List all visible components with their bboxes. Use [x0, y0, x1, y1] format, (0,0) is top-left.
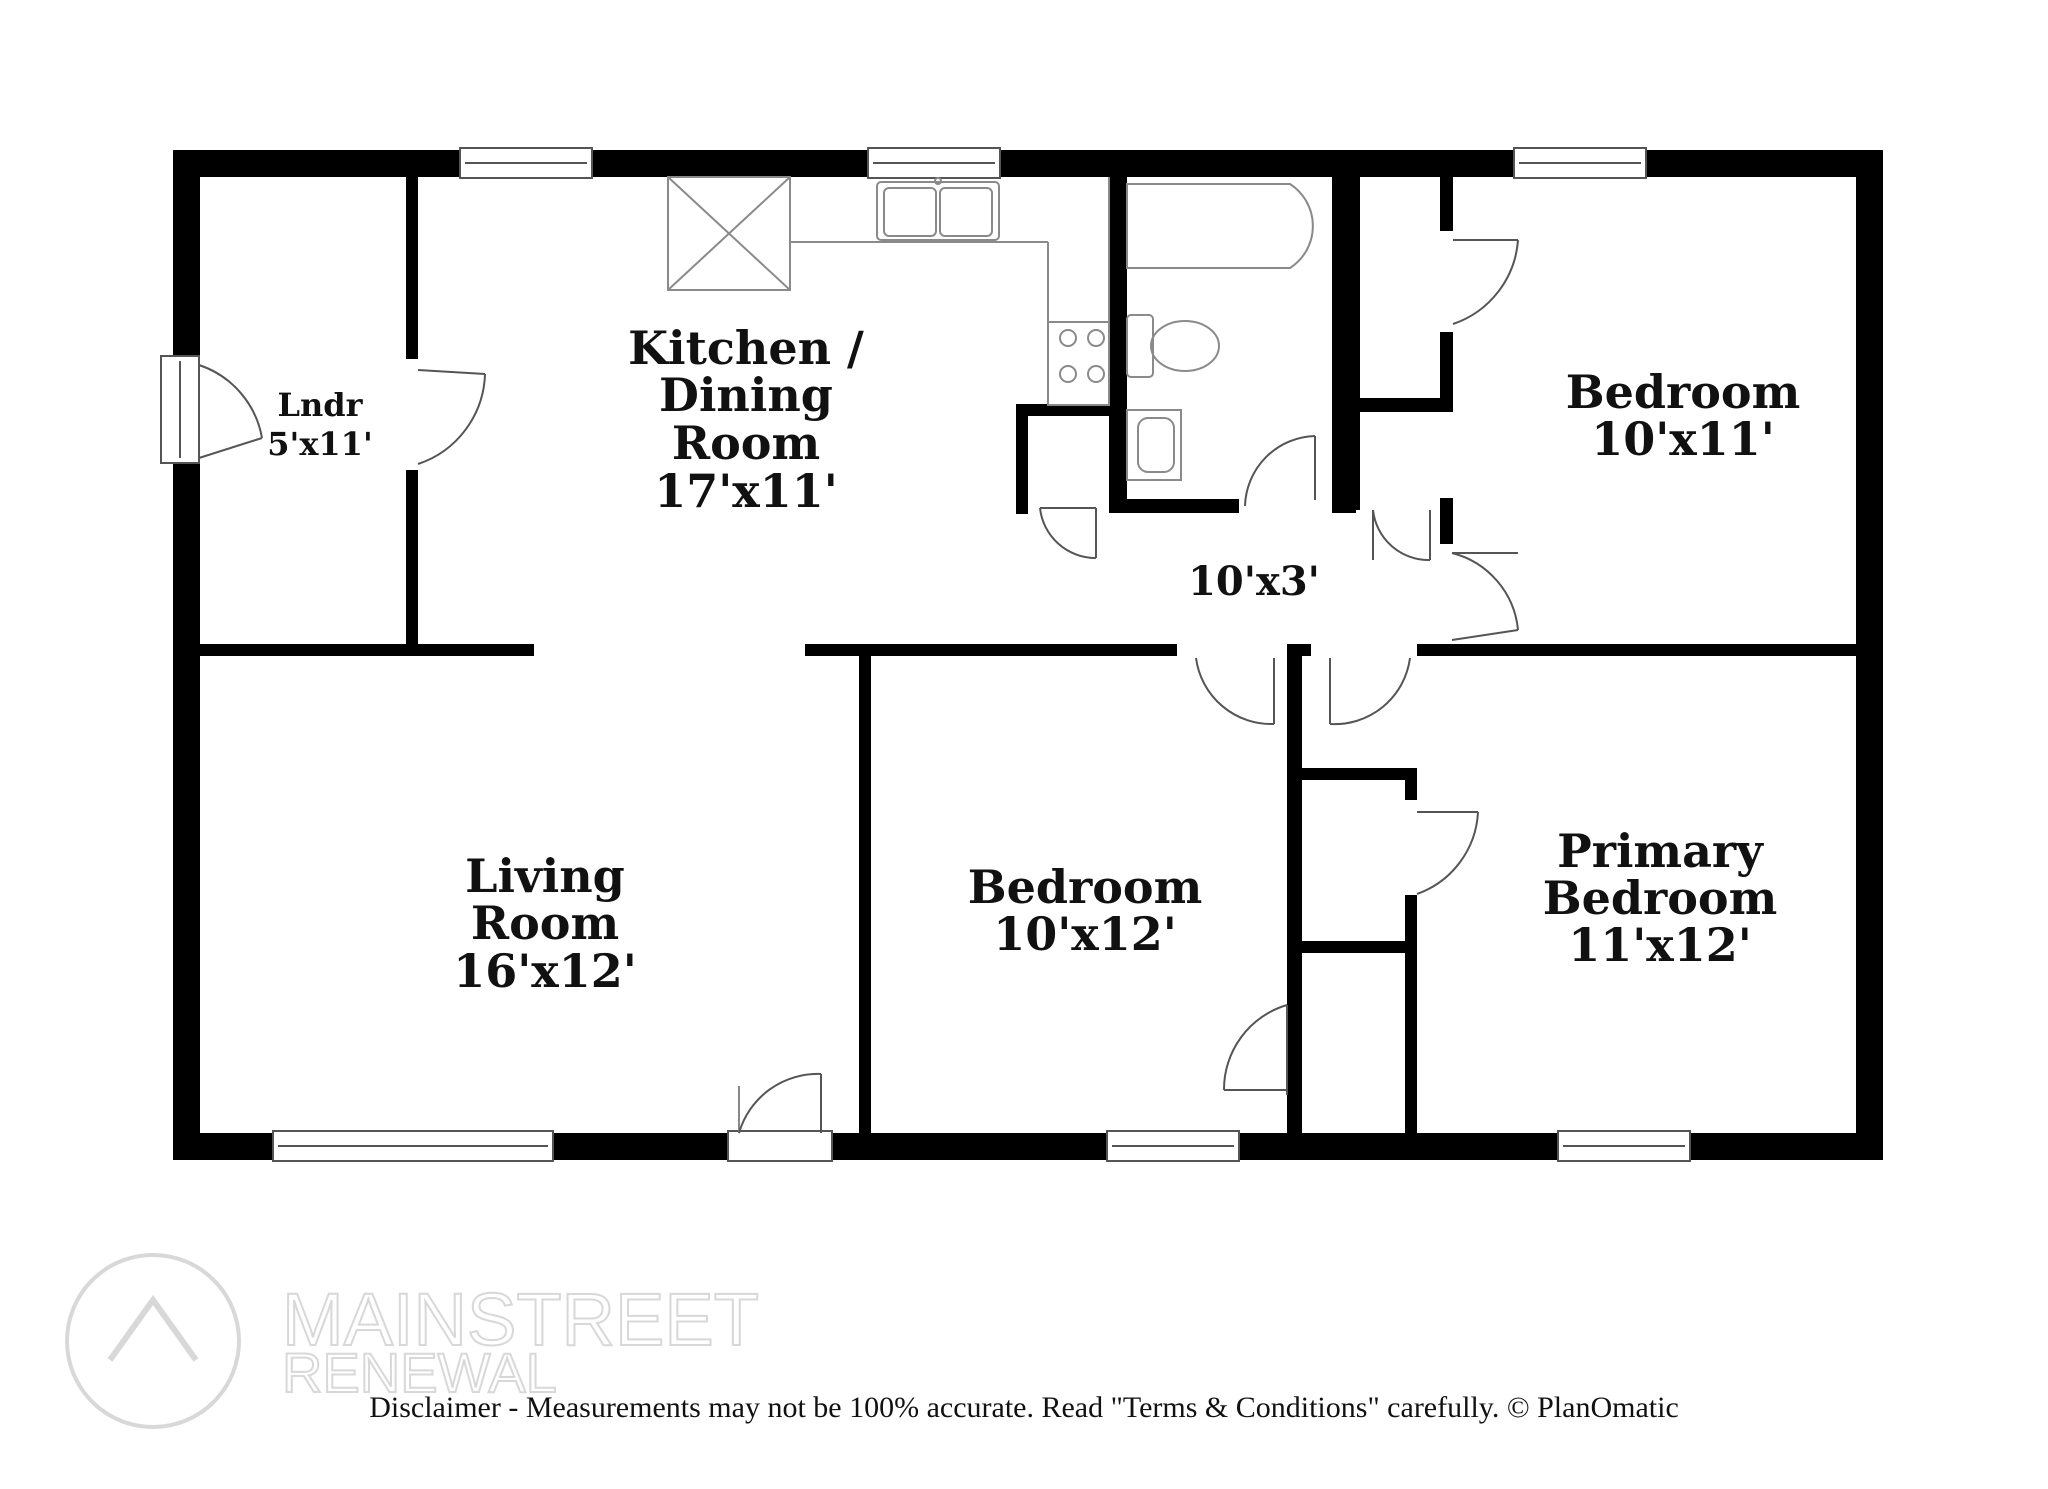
living-name-line2: Room [471, 896, 619, 950]
bedroom-s-door [1195, 657, 1275, 726]
primary-dims: 11'x12' [1568, 918, 1752, 972]
living-dims: 16'x12' [453, 944, 637, 998]
watermark-logo-house [107, 1294, 199, 1362]
kitchen-name-line2: Dining [659, 368, 833, 422]
primary-name-line1: Primary [1557, 824, 1764, 878]
refrigerator [667, 176, 791, 291]
doors [198, 239, 1519, 1162]
toilet [1126, 314, 1220, 378]
disclaimer-text: Disclaimer - Measurements may not be 100… [369, 1391, 1679, 1424]
hall-dims: 10'x3' [1188, 558, 1320, 605]
kitchen-label: Kitchen / Dining Room 17'x11' [628, 321, 864, 518]
bedroom-ne-name: Bedroom [1566, 365, 1801, 419]
bedroom-ne-label: Bedroom 10'x11' [1566, 365, 1801, 466]
hall-closet-door [1372, 509, 1431, 562]
watermark-logo-circle [65, 1253, 241, 1429]
kitchen-closet-door [1039, 507, 1097, 560]
walls [173, 150, 1883, 1160]
window-bedroom-ne-north [1513, 147, 1647, 179]
primary-name-line2: Bedroom [1543, 871, 1778, 925]
bathroom-sink [1126, 409, 1182, 481]
bedroom-s-closet-door [1222, 1004, 1288, 1095]
laundry-dims: 5'x11' [267, 425, 372, 463]
fixtures [667, 176, 1314, 481]
primary-label: Primary Bedroom 11'x12' [1543, 824, 1778, 972]
watermark-line2: RENEWAL [282, 1341, 557, 1404]
front-door [727, 1072, 833, 1162]
watermark-line1: MAINSTREET [282, 1278, 759, 1361]
window-laundry-west [160, 355, 200, 464]
bathroom-door [1244, 435, 1316, 507]
bedroom-s-dims: 10'x12' [993, 907, 1177, 961]
window-laundry-north [459, 147, 593, 179]
bedroom-ne-dims: 10'x11' [1591, 412, 1775, 466]
living-name-line1: Living [465, 849, 625, 903]
window-primary-south [1557, 1130, 1691, 1162]
laundry-door [417, 369, 486, 465]
bedroom-ne-closet-door [1452, 239, 1519, 325]
range-stove [1047, 321, 1110, 406]
kitchen-sink [876, 177, 1000, 241]
west-door [198, 364, 263, 459]
kitchen-name-line3: Room [672, 416, 820, 470]
kitchen-name-line1: Kitchen / [628, 321, 864, 375]
living-label: Living Room 16'x12' [453, 849, 637, 998]
kitchen-dims: 17'x11' [654, 464, 838, 518]
windows [160, 147, 1691, 1162]
bedroom-s-label: Bedroom 10'x12' [968, 860, 1203, 961]
bedroom-s-name: Bedroom [968, 860, 1203, 914]
laundry-label: Lndr 5'x11' [267, 386, 372, 463]
bathtub [1126, 183, 1314, 269]
mainstreet-renewal-watermark: MAINSTREET RENEWAL [65, 1253, 760, 1429]
laundry-name: Lndr [278, 386, 364, 424]
hall-label: 10'x3' [1188, 558, 1320, 605]
window-living-south [272, 1130, 554, 1162]
room-labels: Lndr 5'x11' Kitchen / Dining Room 17'x11… [267, 321, 1800, 998]
bedroom-ne-door [1451, 552, 1519, 641]
window-kitchen-north [867, 147, 1001, 179]
primary-closet-door [1416, 811, 1479, 895]
window-bedroom-south [1106, 1130, 1240, 1162]
primary-door [1329, 657, 1411, 726]
